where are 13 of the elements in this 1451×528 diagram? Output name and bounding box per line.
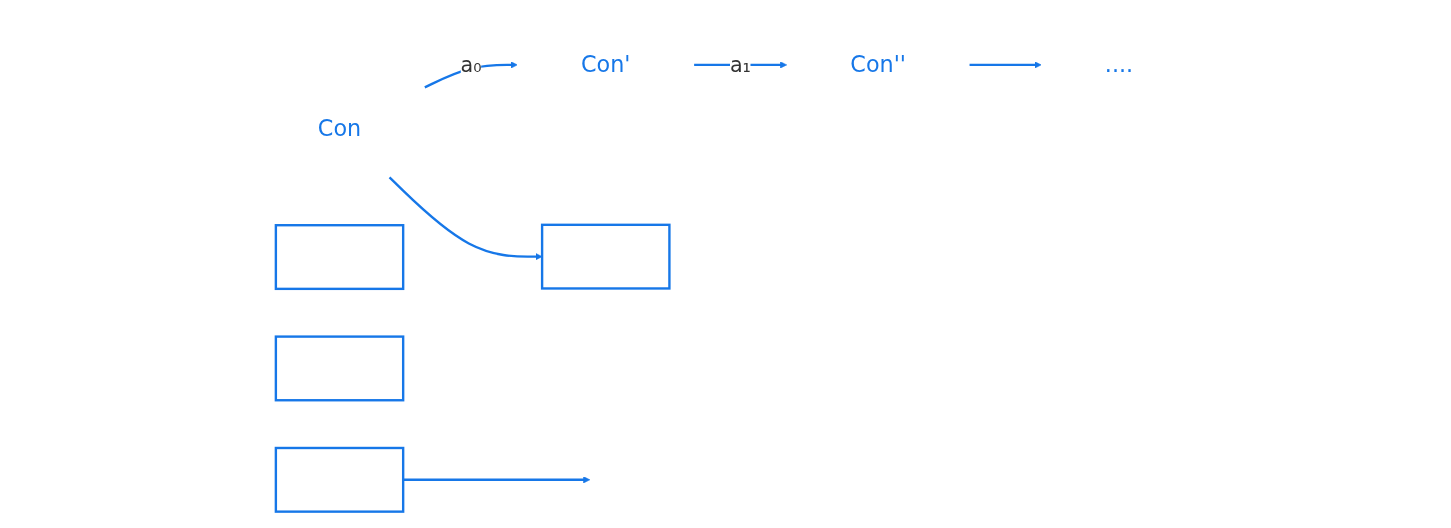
node-box [540,223,671,290]
node-text: Con'' [850,51,906,78]
arrow [969,61,1042,69]
node-box [274,335,405,402]
node-box [274,446,405,513]
arrow [403,476,591,484]
node-text: Con [317,115,362,142]
edge-label: a₁ [729,52,751,77]
node-text: .... [1104,51,1134,78]
edge-label: a₀ [460,52,482,77]
node-box [274,224,405,291]
node-text: Con' [581,51,631,78]
arrow [388,176,543,261]
